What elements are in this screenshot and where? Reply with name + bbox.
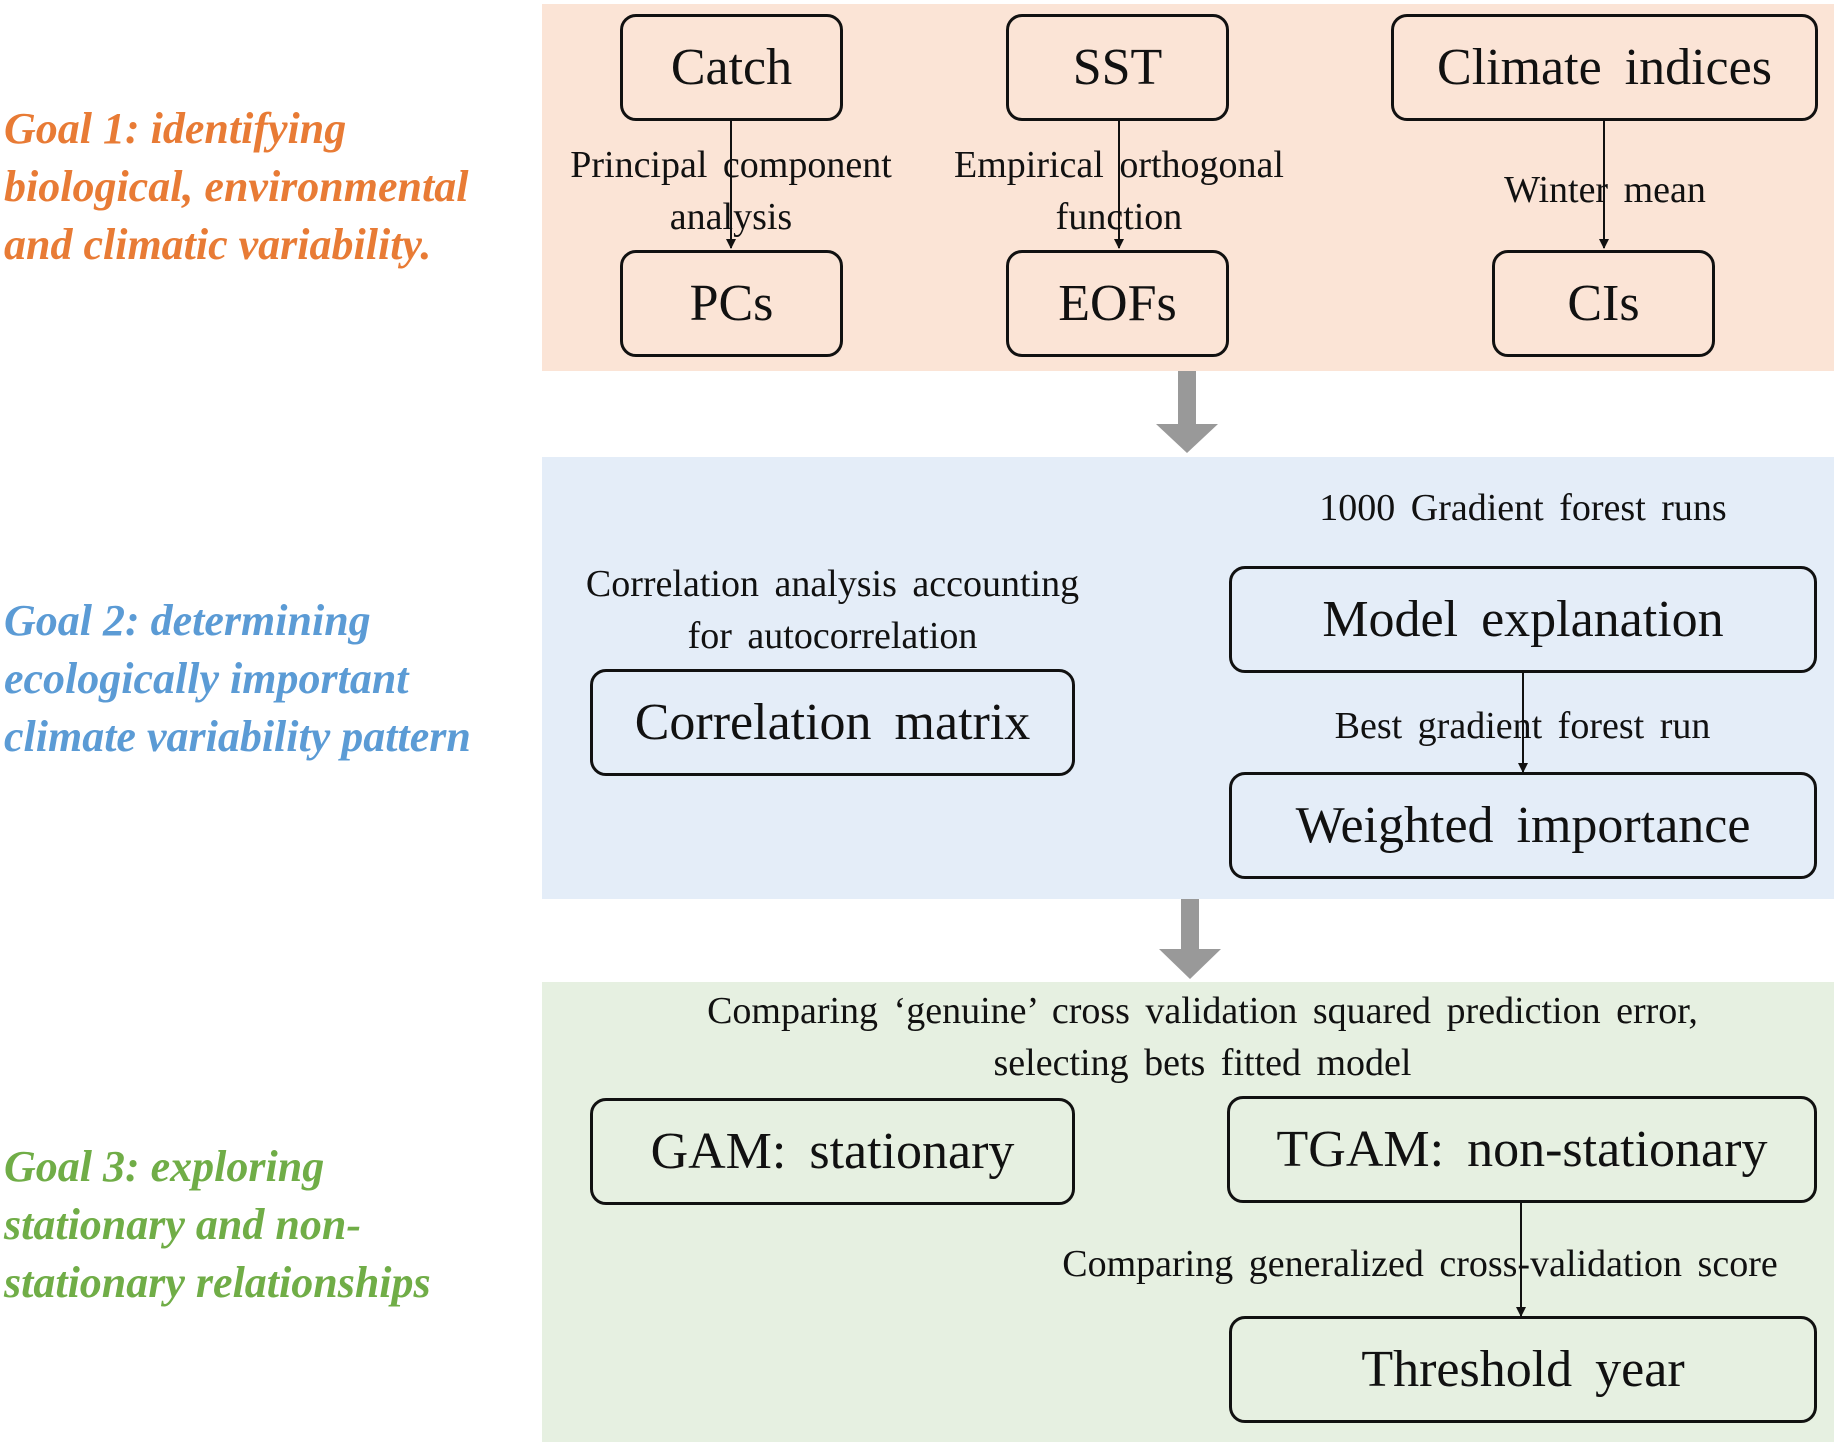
goal-3-line-1: Goal 3: exploring [4, 1142, 325, 1191]
goal-3-panel [542, 982, 1834, 1442]
goal-1-line-2: biological, environmental [4, 162, 469, 211]
correlation-analysis-label: Correlation analysis accounting for auto… [555, 558, 1110, 662]
pca-label-line-2: analysis [669, 196, 793, 238]
pca-label: Principal component analysis [552, 139, 910, 243]
goal-3-label: Goal 3: exploring stationary and non- st… [4, 1138, 431, 1312]
climate-indices-box: Climate indices [1391, 14, 1818, 121]
best-gradient-forest-run-label: Best gradient forest run [1334, 705, 1711, 747]
correlation-matrix-box: Correlation matrix [590, 669, 1075, 776]
pca-label-line-1: Principal component [570, 144, 892, 186]
goal-2-line-1: Goal 2: determining [4, 596, 371, 645]
eof-label-line-2: function [1055, 196, 1183, 238]
goal-3-line-3: stationary relationships [4, 1258, 431, 1307]
pcs-box: PCs [620, 250, 843, 357]
cis-box: CIs [1492, 250, 1715, 357]
goal-2-line-3: climate variability pattern [4, 712, 471, 761]
goal-2-label: Goal 2: determining ecologically importa… [4, 592, 471, 766]
goal-2-panel [542, 457, 1834, 899]
big-arrow-goal2-to-goal3 [1159, 899, 1221, 979]
goal-1-line-1: Goal 1: identifying [4, 104, 347, 153]
comparing-gcv-label: Comparing generalized cross-validation s… [1062, 1243, 1778, 1285]
eofs-box: EOFs [1006, 250, 1229, 357]
goal-1-line-3: and climatic variability. [4, 220, 432, 269]
weighted-importance-box: Weighted importance [1229, 772, 1817, 879]
model-explanation-box: Model explanation [1229, 566, 1817, 673]
comparing-cv-label: Comparing ‘genuine’ cross validation squ… [600, 985, 1805, 1089]
comparing-cv-line-1: Comparing ‘genuine’ cross validation squ… [707, 990, 1698, 1032]
sst-box: SST [1006, 14, 1229, 121]
big-arrow-goal1-to-goal2 [1156, 371, 1218, 453]
gam-stationary-box: GAM: stationary [590, 1098, 1075, 1205]
correlation-analysis-line-2: for autocorrelation [687, 615, 978, 657]
catch-box: Catch [620, 14, 843, 121]
goal-1-panel [542, 4, 1834, 371]
goal-3-line-2: stationary and non- [4, 1200, 361, 1249]
eof-label: Empirical orthogonal function [934, 139, 1304, 243]
gradient-forest-runs-label: 1000 Gradient forest runs [1319, 487, 1727, 529]
winter-mean-label: Winter mean [1504, 169, 1706, 211]
tgam-non-stationary-box: TGAM: non-stationary [1227, 1096, 1817, 1203]
goal-2-line-2: ecologically important [4, 654, 409, 703]
correlation-analysis-line-1: Correlation analysis accounting [585, 563, 1080, 605]
threshold-year-box: Threshold year [1229, 1316, 1817, 1423]
eof-label-line-1: Empirical orthogonal [954, 144, 1284, 186]
comparing-cv-line-2: selecting bets fitted model [993, 1042, 1412, 1084]
goal-1-label: Goal 1: identifying biological, environm… [4, 100, 468, 274]
